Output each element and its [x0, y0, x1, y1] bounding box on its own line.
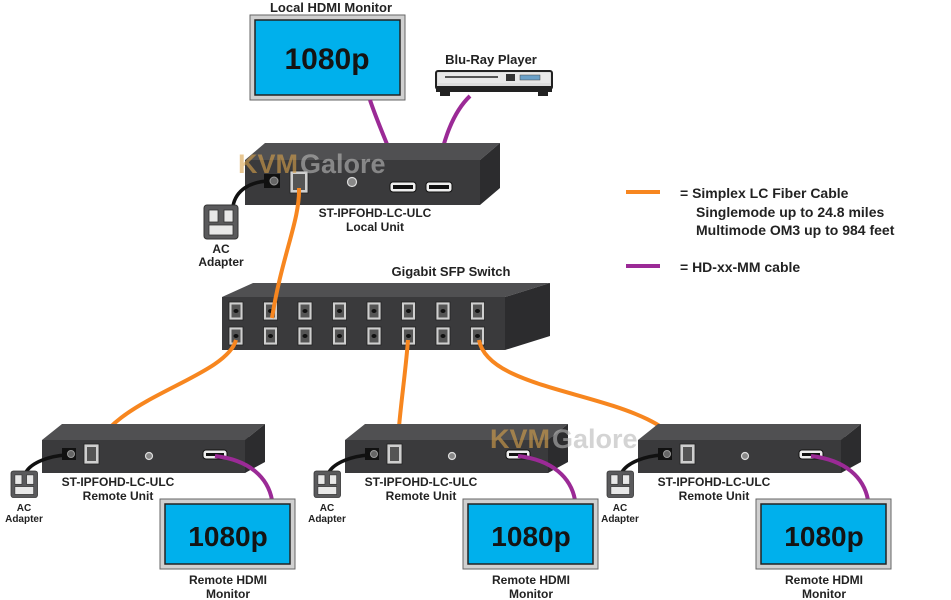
monitor-resolution: 1080p: [188, 521, 267, 552]
ac-adapter-label-2: Adapter: [601, 514, 639, 525]
bluray-player: Blu-Ray Player: [435, 52, 553, 96]
sfp-switch-device: [222, 283, 550, 350]
sfp-port: [332, 326, 347, 346]
sfp-port: [332, 301, 347, 321]
sfp-port: [401, 301, 416, 321]
ac-adapter-icon: [313, 470, 341, 498]
ac-adapter-icon: [606, 470, 634, 498]
ac-adapter-label-2: Adapter: [5, 514, 43, 525]
monitor-resolution: 1080p: [491, 521, 570, 552]
svg-text:KVM: KVM: [238, 149, 298, 179]
hdmi-cable-remote: [810, 454, 870, 501]
monitor-screen: [760, 503, 887, 565]
remote-monitor-label-2: Monitor: [802, 587, 846, 600]
fiber-cable-local-to-switch: [270, 187, 302, 319]
remote-unit-role: Remote Unit: [679, 489, 750, 503]
sfp-port: [263, 326, 278, 346]
svg-text:Galore: Galore: [552, 424, 638, 454]
ac-adapter-icon: [10, 470, 38, 498]
local-monitor-label: Local HDMI Monitor: [270, 0, 392, 15]
sfp-port: [435, 301, 451, 321]
sfp-port: [366, 326, 382, 346]
svg-text:KVM: KVM: [490, 424, 550, 454]
remote-unit-role: Remote Unit: [386, 489, 457, 503]
power-cable: [24, 453, 67, 474]
remote-unit-model: ST-IPFOHD-LC-ULC: [62, 475, 175, 489]
legend-fiber-line2: Singlemode up to 24.8 miles: [696, 204, 884, 220]
hdmi-cable-remote: [517, 454, 577, 501]
legend-fiber-line3: Multimode OM3 up to 984 feet: [696, 222, 895, 238]
remote-hdmi-monitor: 1080p: [462, 498, 599, 570]
local-ac-label-2: Adapter: [198, 255, 244, 269]
sfp-port: [228, 301, 244, 321]
ac-adapter-label-1: AC: [17, 503, 31, 514]
local-unit-role: Local Unit: [346, 220, 404, 234]
remote-hdmi-monitor: 1080p: [755, 498, 892, 570]
remote-hdmi-monitor: 1080p: [159, 498, 296, 570]
legend-fiber-line1: = Simplex LC Fiber Cable: [680, 185, 849, 201]
remote-unit-model: ST-IPFOHD-LC-ULC: [658, 475, 771, 489]
remote-unit-role: Remote Unit: [83, 489, 154, 503]
legend-hdmi-line1: = HD-xx-MM cable: [680, 259, 800, 275]
ac-adapter-label-1: AC: [613, 503, 627, 514]
legend: = Simplex LC Fiber Cable Singlemode up t…: [626, 185, 895, 275]
remote-monitor-label-1: Remote HDMI: [492, 573, 570, 587]
switch-label: Gigabit SFP Switch: [392, 264, 511, 279]
remote-monitor-label-2: Monitor: [509, 587, 553, 600]
sfp-port: [297, 326, 313, 346]
sfp-port: [297, 301, 313, 321]
sfp-port: [470, 301, 485, 321]
hdmi-cable-remote: [214, 454, 274, 501]
power-cable: [620, 453, 663, 474]
sfp-port: [435, 326, 451, 346]
local-ac-label-1: AC: [212, 242, 230, 256]
remote-unit-model: ST-IPFOHD-LC-ULC: [365, 475, 478, 489]
power-cable-local: [231, 179, 269, 207]
svg-text:Galore: Galore: [300, 149, 386, 179]
ac-adapter-label-2: Adapter: [308, 514, 346, 525]
remote-monitor-label-2: Monitor: [206, 587, 250, 600]
ac-adapter-label-1: AC: [320, 503, 334, 514]
monitor-screen: [164, 503, 291, 565]
monitor-resolution: 1080p: [784, 521, 863, 552]
remote-monitor-label-1: Remote HDMI: [189, 573, 267, 587]
local-unit-device: [245, 143, 500, 205]
remote-monitor-label-1: Remote HDMI: [785, 573, 863, 587]
monitor-screen: [467, 503, 594, 565]
watermark-kvmgalore-2: KVM Galore: [490, 424, 638, 454]
monitor-resolution: 1080p: [284, 43, 369, 76]
ac-adapter-icon: [203, 204, 239, 240]
bluray-label: Blu-Ray Player: [445, 52, 537, 67]
sfp-port: [366, 301, 382, 321]
local-unit-model: ST-IPFOHD-LC-ULC: [319, 206, 432, 220]
watermark-kvmgalore: KVM Galore: [238, 149, 386, 179]
monitor-screen: [254, 19, 401, 96]
power-cable: [327, 453, 370, 474]
local-hdmi-monitor: Local HDMI Monitor 1080p: [249, 0, 406, 101]
